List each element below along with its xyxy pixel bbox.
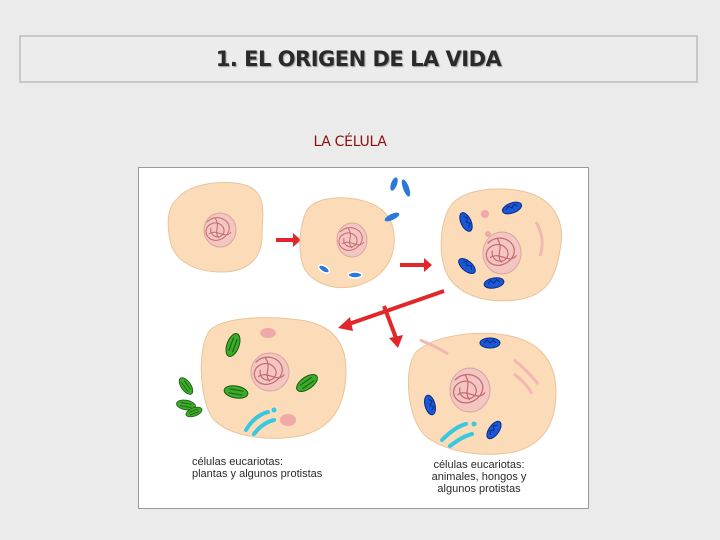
arrow-branch-left [346, 291, 444, 325]
plant-cell [201, 318, 346, 439]
arrow-head [338, 317, 353, 331]
animal-cell [408, 333, 556, 454]
caption-animals: células eucariotas: animales, hongos y a… [420, 459, 538, 495]
arrow-head [389, 335, 403, 348]
free-chloroplast [177, 375, 196, 396]
caption-line: plantas y algunos protistas [192, 468, 322, 480]
engulfed-prokaryote [348, 272, 362, 278]
vacuole [260, 328, 276, 338]
vesicle [481, 210, 489, 218]
prokaryote [400, 179, 412, 198]
nucleus [251, 353, 289, 391]
mitochondrion [480, 338, 500, 348]
caption-plants: células eucariotas: plantas y algunos pr… [192, 456, 322, 480]
prokaryote [389, 176, 399, 191]
early-eukaryote-cell [441, 189, 561, 301]
arrow-head [424, 258, 432, 272]
caption-line: animales, hongos y [420, 471, 538, 483]
vacuole [280, 414, 296, 426]
caption-line: células eucariotas: [192, 456, 322, 468]
caption-line: células eucariotas: [420, 459, 538, 471]
caption-line: algunos protistas [420, 483, 538, 495]
primitive-cell [168, 182, 263, 272]
engulfing-cell [300, 198, 401, 288]
vesicle [485, 231, 491, 237]
